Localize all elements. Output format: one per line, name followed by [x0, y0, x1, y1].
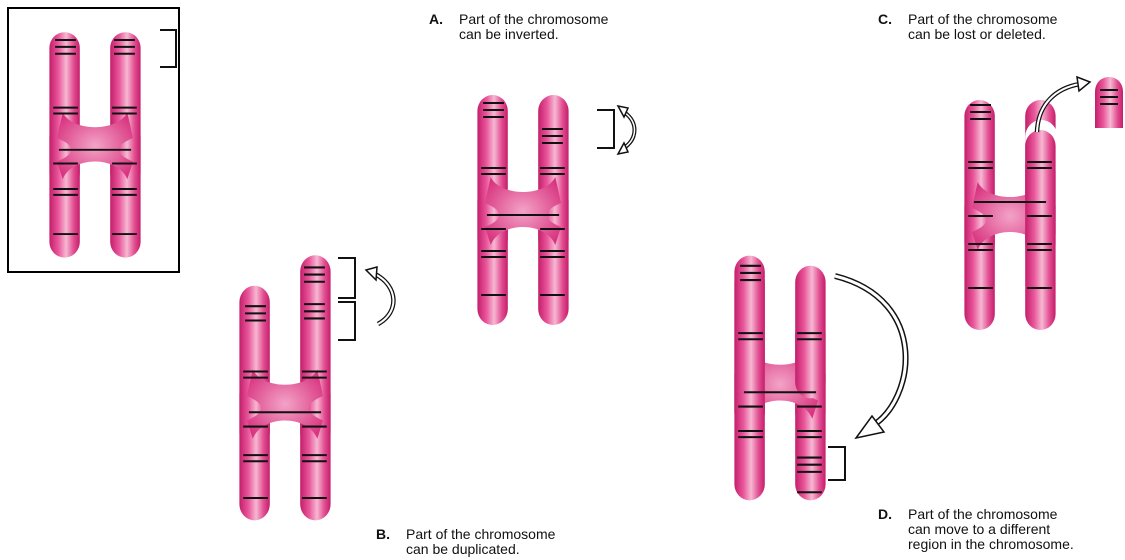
reference-chromosome: [49, 32, 140, 257]
duplication-bracket-bottom: [338, 302, 355, 340]
duplication-bracket-top: [338, 258, 355, 298]
caption-d-line1: Part of the chromosome: [908, 507, 1074, 522]
caption-d-line2: can move to a different: [908, 522, 1074, 537]
caption-b-letter: B.: [376, 527, 390, 542]
caption-c-line2: can be lost or deleted.: [908, 27, 1057, 42]
caption-b-line2: can be duplicated.: [406, 542, 555, 557]
caption-a-line2: can be inverted.: [459, 27, 608, 42]
caption-c-letter: C.: [878, 12, 892, 27]
caption-c-line1: Part of the chromosome: [908, 12, 1057, 27]
inversion-arrow-icon: [618, 106, 635, 154]
deleted-fragment: [1095, 77, 1123, 128]
caption-d-line3: region in the chromosome.: [908, 537, 1074, 552]
caption-d-letter: D.: [878, 507, 892, 522]
chromosome-a-inversion: [477, 95, 568, 325]
inversion-bracket: [597, 110, 614, 148]
chromosome-d-translocation: [734, 256, 825, 501]
reference-bracket: [160, 30, 176, 67]
duplication-arrow-icon: [366, 267, 393, 324]
caption-b-line1: Part of the chromosome: [406, 527, 555, 542]
translocation-arrow-icon: [835, 276, 906, 438]
translocation-bracket: [828, 447, 845, 480]
chromosome-c-deletion: [964, 100, 1057, 330]
caption-a-letter: A.: [429, 12, 443, 27]
caption-a-line1: Part of the chromosome: [459, 12, 608, 27]
chromosome-b-duplication: [239, 255, 330, 520]
